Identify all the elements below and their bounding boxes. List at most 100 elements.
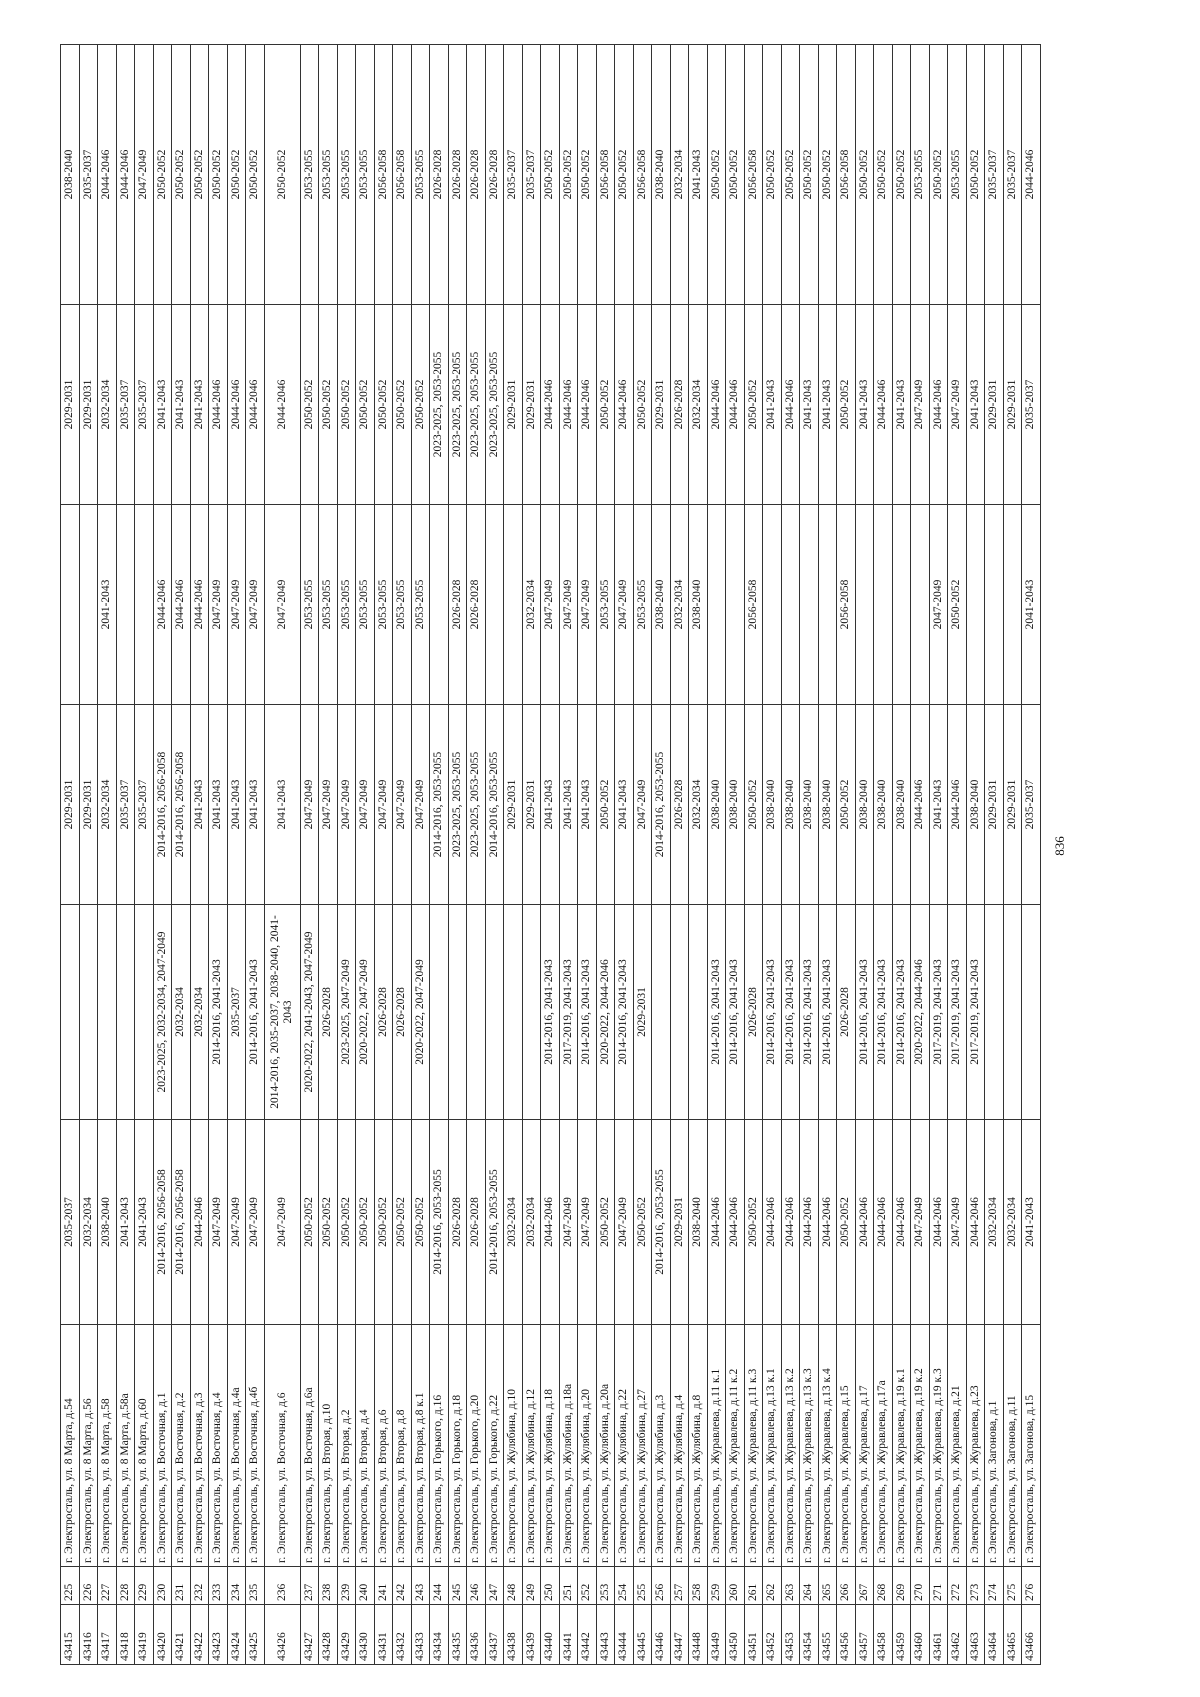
table-cell: 2038-2040 bbox=[97, 1119, 116, 1325]
table-cell: 2044-2046 bbox=[873, 304, 892, 505]
table-cell: 2047-2049 bbox=[929, 504, 948, 705]
table-cell: 2050-2052 bbox=[836, 304, 855, 505]
table-cell: 2050-2052 bbox=[153, 44, 172, 305]
table-cell bbox=[781, 504, 800, 705]
table-cell: 2047-2049 bbox=[559, 504, 578, 705]
table-cell: 43452 bbox=[762, 1604, 781, 1665]
table-cell: г. Электросталь, ул. Загонова, д.15 bbox=[1021, 1324, 1040, 1567]
table-cell bbox=[60, 504, 79, 705]
table-cell: г. Электросталь, ул. Жулябина, д.18а bbox=[559, 1324, 578, 1567]
table-cell bbox=[818, 504, 837, 705]
table-cell: 2041-2043 bbox=[688, 44, 707, 305]
table-cell: 2014-2016, 2041-2043 bbox=[762, 904, 781, 1120]
table-cell: 268 bbox=[873, 1566, 892, 1605]
table-cell: 2053-2055 bbox=[318, 44, 337, 305]
table-cell: 2050-2052 bbox=[892, 44, 911, 305]
table-cell: 2044-2046 bbox=[781, 304, 800, 505]
table-cell: 2050-2052 bbox=[966, 44, 985, 305]
table-cell: г. Электросталь, ул. Журавлева, д.19 к.1 bbox=[892, 1324, 911, 1567]
table-cell: 2026-2028 bbox=[466, 504, 485, 705]
table-cell: 43454 bbox=[799, 1604, 818, 1665]
table-cell: 2050-2052 bbox=[392, 304, 411, 505]
table-cell: 2032-2034 bbox=[97, 304, 116, 505]
table-cell: 2050-2052 bbox=[762, 44, 781, 305]
table-cell: 240 bbox=[355, 1566, 374, 1605]
table-cell: 2047-2049 bbox=[134, 44, 153, 305]
table-cell: 2053-2055 bbox=[411, 504, 430, 705]
table-cell: 2035-2037 bbox=[116, 704, 135, 905]
table-cell: 2014-2016, 2041-2043 bbox=[577, 904, 596, 1120]
table-cell: 2038-2040 bbox=[873, 704, 892, 905]
table-cell: 2014-2016, 2035-2037, 2038-2040, 2041-20… bbox=[264, 904, 300, 1120]
table-cell: 2023-2025, 2047-2049 bbox=[337, 904, 356, 1120]
table-cell: 2023-2025, 2053-2055 bbox=[448, 304, 467, 505]
table-cell: 43429 bbox=[337, 1604, 356, 1665]
table-cell: 2044-2046 bbox=[190, 504, 209, 705]
table-cell: 2014-2016, 2053-2055 bbox=[651, 704, 670, 905]
table-cell: 2035-2037 bbox=[116, 304, 135, 505]
table-cell: 2047-2049 bbox=[227, 1119, 246, 1325]
table-cell: 2032-2034 bbox=[688, 704, 707, 905]
table-cell: 2047-2049 bbox=[374, 704, 393, 905]
table-cell: г. Электросталь, ул. Журавлева, д.11 к.1 bbox=[707, 1324, 726, 1567]
table-cell: 2056-2058 bbox=[744, 44, 763, 305]
table-cell: 43430 bbox=[355, 1604, 374, 1665]
table-cell: 2032-2034 bbox=[522, 504, 541, 705]
table-cell: 2041-2043 bbox=[116, 1119, 135, 1325]
table-cell: 43457 bbox=[855, 1604, 874, 1665]
table-cell: 2035-2037 bbox=[1021, 304, 1040, 505]
table-cell: 43444 bbox=[614, 1604, 633, 1665]
table-cell: г. Электросталь, ул. Жулябина, д.12 bbox=[522, 1324, 541, 1567]
table-cell: 2053-2055 bbox=[300, 44, 319, 305]
table-cell: 2053-2055 bbox=[300, 504, 319, 705]
table-cell: 2044-2046 bbox=[892, 1119, 911, 1325]
table-cell: 43461 bbox=[929, 1604, 948, 1665]
table-cell: 2053-2055 bbox=[355, 44, 374, 305]
table-cell: 2020-2022, 2041-2043, 2047-2049 bbox=[300, 904, 319, 1120]
table-cell: г. Электросталь, ул. Восточная, д.4б bbox=[245, 1324, 264, 1567]
table-cell: 2050-2052 bbox=[411, 1119, 430, 1325]
table-cell: 2014-2016, 2056-2058 bbox=[153, 704, 172, 905]
table-cell bbox=[60, 904, 79, 1120]
table-cell: 259 bbox=[707, 1566, 726, 1605]
table-cell: 238 bbox=[318, 1566, 337, 1605]
table-cell: г. Электросталь, ул. Восточная, д.4 bbox=[208, 1324, 227, 1567]
table-cell: 2014-2016, 2053-2055 bbox=[651, 1119, 670, 1325]
table-cell: 2050-2052 bbox=[781, 44, 800, 305]
table-cell bbox=[1021, 904, 1040, 1120]
table-cell: 2029-2031 bbox=[984, 704, 1003, 905]
table-cell: 2020-2022, 2047-2049 bbox=[411, 904, 430, 1120]
table-cell: г. Электросталь, ул. Жулябина, д.8 bbox=[688, 1324, 707, 1567]
table-cell: 2014-2016, 2041-2043 bbox=[873, 904, 892, 1120]
table-cell: 2014-2016, 2041-2043 bbox=[725, 904, 744, 1120]
table-cell: 43432 bbox=[392, 1604, 411, 1665]
table-cell: 2023-2025, 2053-2055 bbox=[485, 304, 504, 505]
table-cell: 43460 bbox=[910, 1604, 929, 1665]
table-cell: 2056-2058 bbox=[633, 44, 652, 305]
table-cell: 225 bbox=[60, 1566, 79, 1605]
table-cell: г. Электросталь, ул. 8 Марта, д.56 bbox=[79, 1324, 98, 1567]
table-cell: 2014-2016, 2041-2043 bbox=[818, 904, 837, 1120]
table-cell bbox=[984, 504, 1003, 705]
table-cell: г. Электросталь, ул. 8 Марта, д.54 bbox=[60, 1324, 79, 1567]
table-cell: 250 bbox=[540, 1566, 559, 1605]
table-cell: г. Электросталь, ул. Жулябина, д.20 bbox=[577, 1324, 596, 1567]
table-cell: 2041-2043 bbox=[245, 704, 264, 905]
table-cell: 2041-2043 bbox=[540, 704, 559, 905]
table-cell: 2044-2046 bbox=[707, 304, 726, 505]
